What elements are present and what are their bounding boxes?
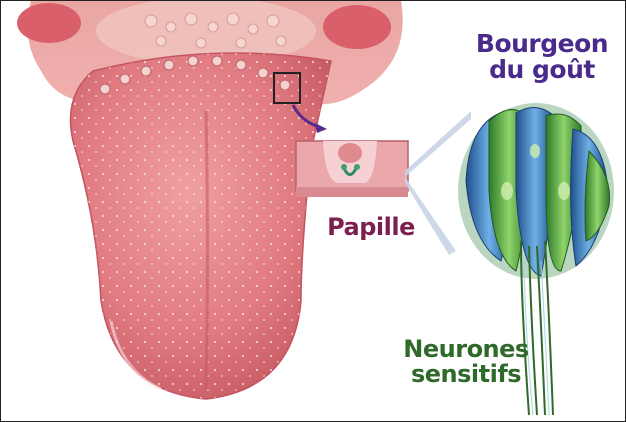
sensory-neurons-label: Neurones sensitifs bbox=[391, 337, 541, 387]
median-groove bbox=[206, 111, 208, 389]
sensory-neurons-label-line2: sensitifs bbox=[391, 362, 541, 387]
taste-bud-label-line1: Bourgeon bbox=[467, 31, 617, 57]
sensory-neurons-label-line1: Neurones bbox=[391, 337, 541, 362]
papilla-label: Papille bbox=[319, 215, 423, 240]
taste-bud-label: Bourgeon du goût bbox=[467, 31, 617, 84]
taste-bud-label-line2: du goût bbox=[467, 57, 617, 83]
papilla-cross-section bbox=[296, 141, 408, 197]
